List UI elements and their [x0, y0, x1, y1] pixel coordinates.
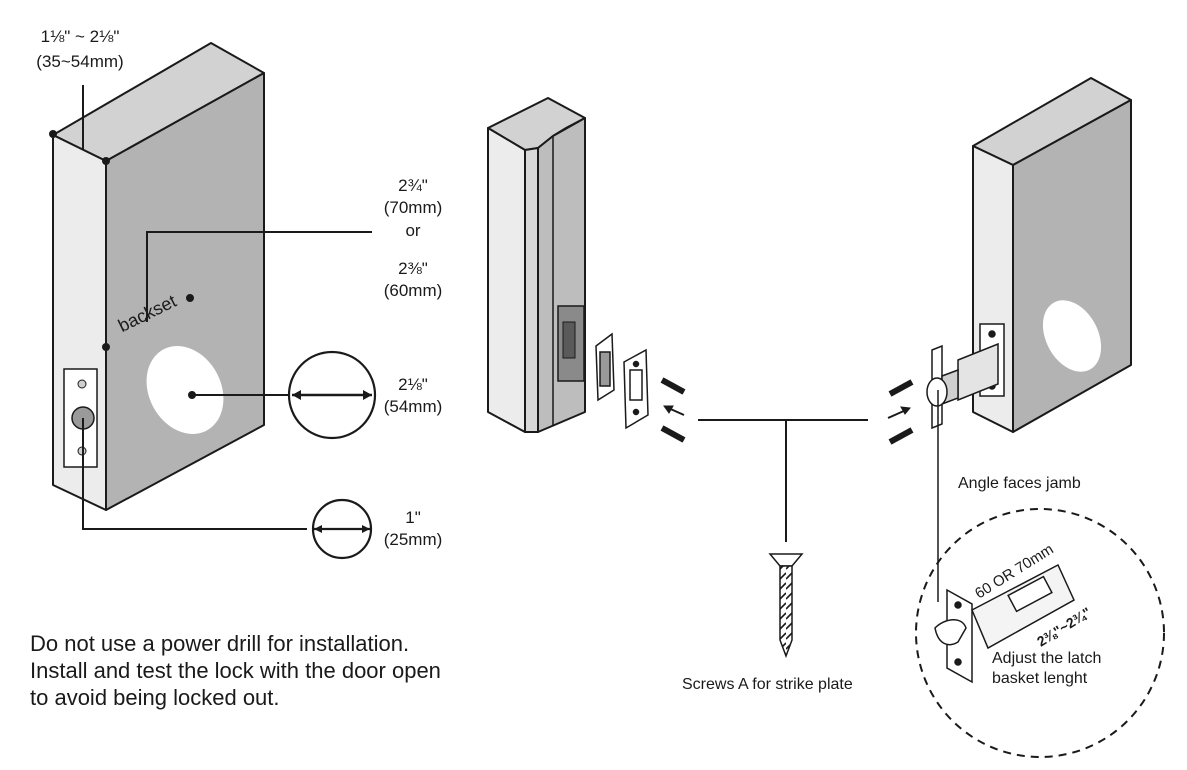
frame-side: [487, 127, 526, 433]
frame-rabbet: [524, 147, 539, 433]
backset-option2-value: 2⅜": [398, 259, 428, 278]
backset-option2-metric: (60mm): [383, 281, 443, 300]
right-bore-hole: [1042, 300, 1102, 372]
warning-line: Do not use a power drill for installatio…: [30, 631, 410, 656]
latch-hole-value: 1": [405, 508, 421, 527]
screw-leader: [698, 419, 868, 542]
door-thickness-metric: (35~54mm): [36, 52, 124, 71]
detail-circle: [915, 508, 1165, 758]
big-screw-icon: [768, 553, 804, 659]
latch-leader: [82, 418, 307, 530]
strike-screws-left: [660, 377, 686, 443]
bore-hole-value: 2⅛": [398, 375, 428, 394]
adjust-line1: Adjust the latch: [992, 650, 1102, 667]
right-door-front: [1012, 99, 1132, 433]
backset-leader: [102, 231, 372, 351]
latch-assembly: [926, 323, 1005, 602]
door-frame: [487, 97, 586, 433]
latch-hole-metric: (25mm): [383, 530, 443, 549]
door-front-face: [105, 72, 265, 511]
bore-hole-metric: (54mm): [383, 397, 443, 416]
installation-warning: Do not use a power drill for installatio…: [30, 630, 441, 711]
latch-size-circle: [311, 498, 373, 560]
screw-hole-top: [77, 379, 87, 389]
strike-plate: [623, 348, 649, 430]
thickness-leader: [49, 85, 110, 165]
adjust-line2: basket lenght: [992, 670, 1088, 687]
bore-size-circle: [287, 350, 377, 440]
latch-screws-right: [887, 379, 914, 445]
bore-hole: [146, 346, 224, 434]
backset-or: or: [405, 221, 421, 240]
strike-box: [595, 332, 615, 402]
screws-caption: Screws A for strike plate: [682, 676, 853, 693]
latch-detail: [934, 563, 1075, 684]
backset-option1-value: 2¾": [398, 176, 428, 195]
frame-front: [537, 117, 586, 433]
door-thickness-value: 1⅛" ~ 2⅛": [40, 27, 120, 46]
warning-line: to avoid being locked out.: [30, 685, 280, 710]
warning-line: Install and test the lock with the door …: [30, 658, 441, 683]
backset-option1-metric: (70mm): [383, 198, 443, 217]
angle-caption: Angle faces jamb: [958, 475, 1081, 492]
bore-leader: [188, 391, 290, 399]
